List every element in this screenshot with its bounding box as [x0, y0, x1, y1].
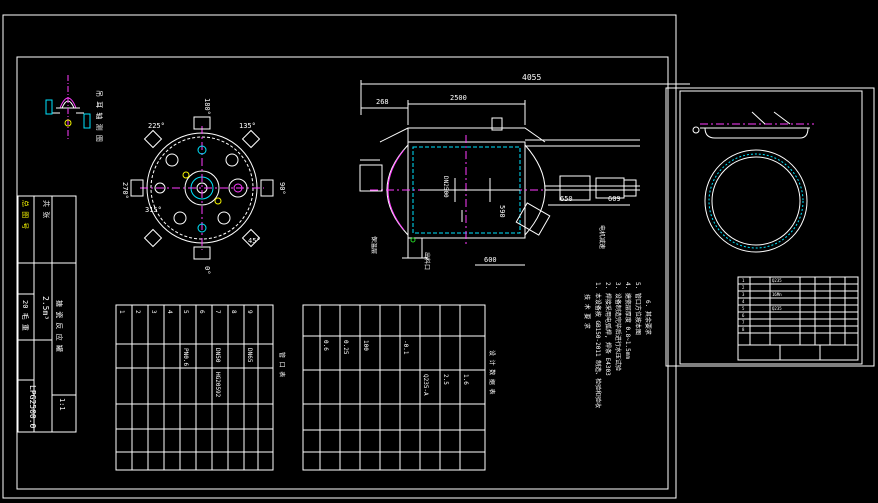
svg-text:5: 5 — [742, 306, 745, 311]
svg-text:DN50: DN50 — [214, 348, 221, 363]
title-strip-text: 总 图 号 共 张 20 毛 重 — [21, 200, 51, 331]
svg-text:0.6: 0.6 — [322, 340, 329, 351]
dim-shell-height: 590 — [498, 205, 506, 218]
dim-overall-width: 4055 — [522, 73, 541, 82]
svg-text:16Mn: 16Mn — [772, 292, 782, 297]
svg-text:总 图 号: 总 图 号 — [21, 200, 30, 229]
svg-text:共 张: 共 张 — [42, 200, 51, 218]
svg-text:7: 7 — [214, 310, 221, 314]
svg-text:315°: 315° — [145, 206, 162, 214]
parts-table — [115, 304, 274, 471]
vessel-elevation — [359, 117, 640, 259]
top-view-angle-labels: 180° 225° 135° 270° 90° 315° 45° 0° — [121, 98, 286, 274]
dim-shell-span: 2500 — [450, 94, 467, 102]
svg-text:2: 2 — [742, 285, 745, 290]
dim-right-b: 609 — [608, 195, 621, 203]
dim-bottom-offset: 600 — [484, 256, 497, 264]
svg-text:5: 5 — [182, 310, 189, 314]
svg-text:HG20592: HG20592 — [214, 372, 221, 398]
elevation-leader-labels: 保温层 出料口 电机减速 DN2500 — [370, 176, 606, 270]
lifting-lug-icon — [45, 75, 91, 140]
svg-text:100: 100 — [362, 340, 369, 351]
svg-text:20 毛 重: 20 毛 重 — [21, 300, 30, 331]
left-title-strip — [17, 195, 77, 433]
svg-text:7: 7 — [742, 320, 745, 325]
svg-text:270°: 270° — [121, 182, 129, 199]
svg-text:Q235: Q235 — [772, 278, 782, 283]
svg-text:180°: 180° — [203, 98, 211, 115]
parts-table-text: 1 2 3 4 5 6 7 8 9 PN0.6 DN50 DN65 HG2059… — [118, 310, 286, 398]
svg-text:2: 2 — [134, 310, 141, 314]
svg-text:出料口: 出料口 — [423, 252, 431, 270]
svg-text:1: 1 — [742, 278, 745, 283]
svg-text:45°: 45° — [248, 237, 261, 245]
svg-text:技 术 要 求: 技 术 要 求 — [583, 294, 591, 329]
dim-left-offset: 268 — [376, 98, 389, 106]
svg-text:-0.1: -0.1 — [402, 340, 409, 355]
sheet-frames — [2, 14, 875, 499]
ring-detail — [704, 149, 808, 253]
title-vessel-name: 搪 瓷 反 应 罐 — [55, 300, 64, 352]
svg-text:8: 8 — [742, 327, 745, 332]
svg-text:5. 管口方位按本图: 5. 管口方位按本图 — [634, 282, 642, 335]
svg-text:4. 搪瓷层厚度 0.8~1.5mm: 4. 搪瓷层厚度 0.8~1.5mm — [624, 282, 632, 359]
right-parts-table — [737, 276, 859, 361]
svg-text:6. 其余要求: 6. 其余要求 — [644, 300, 652, 335]
tank-volume-label: 2.5m³ — [41, 296, 50, 320]
svg-text:0°: 0° — [203, 266, 211, 274]
lug-label: 吊 耳 轴 测 图 — [95, 90, 104, 142]
svg-text:2. 焊接采用电弧焊, 焊条 E4303: 2. 焊接采用电弧焊, 焊条 E4303 — [604, 282, 612, 376]
flange-detail — [692, 111, 814, 139]
svg-text:DN2500: DN2500 — [442, 176, 449, 198]
top-view-icon — [130, 116, 274, 260]
svg-text:3. 设备制造完毕后进行水压试验: 3. 设备制造完毕后进行水压试验 — [614, 282, 622, 371]
svg-text:1: 1 — [118, 310, 125, 314]
svg-text:PN0.6: PN0.6 — [182, 348, 189, 366]
svg-text:6: 6 — [198, 310, 205, 314]
svg-text:4: 4 — [742, 299, 745, 304]
svg-text:4: 4 — [166, 310, 173, 314]
design-data-text: 0.6 0.25 100 -0.1 Q235-A 2.5 1.6 设 计 数 据… — [322, 340, 496, 396]
svg-text:电机减速: 电机减速 — [598, 225, 606, 249]
svg-text:DN65: DN65 — [246, 348, 253, 363]
svg-text:Q235: Q235 — [772, 306, 782, 311]
technical-notes: 技 术 要 求 1. 本设备按 GB150-2011 制造、检验和验收 2. 焊… — [583, 282, 652, 408]
svg-text:225°: 225° — [148, 122, 165, 130]
drawing-number: LPG2500.0 — [28, 385, 37, 429]
svg-text:90°: 90° — [278, 182, 286, 195]
svg-text:保温层: 保温层 — [370, 236, 378, 254]
svg-text:Q235-A: Q235-A — [422, 374, 429, 396]
svg-text:135°: 135° — [239, 122, 256, 130]
svg-text:3: 3 — [742, 292, 745, 297]
svg-text:设 计 数 据 表: 设 计 数 据 表 — [488, 350, 496, 394]
design-data-table — [302, 304, 486, 471]
svg-text:2.5: 2.5 — [442, 374, 449, 385]
svg-text:1. 本设备按 GB150-2011 制造、检验和验收: 1. 本设备按 GB150-2011 制造、检验和验收 — [594, 282, 602, 408]
title-strip-scale: 1:1 — [58, 398, 66, 411]
elevation-dimension-lines — [360, 80, 690, 266]
dim-right-a: 650 — [560, 195, 573, 203]
svg-text:管 口 表: 管 口 表 — [278, 352, 286, 377]
svg-text:9: 9 — [246, 310, 253, 314]
svg-text:3: 3 — [150, 310, 157, 314]
svg-text:1.6: 1.6 — [462, 374, 469, 385]
svg-text:6: 6 — [742, 313, 745, 318]
svg-text:0.25: 0.25 — [342, 340, 349, 355]
svg-text:8: 8 — [230, 310, 237, 314]
